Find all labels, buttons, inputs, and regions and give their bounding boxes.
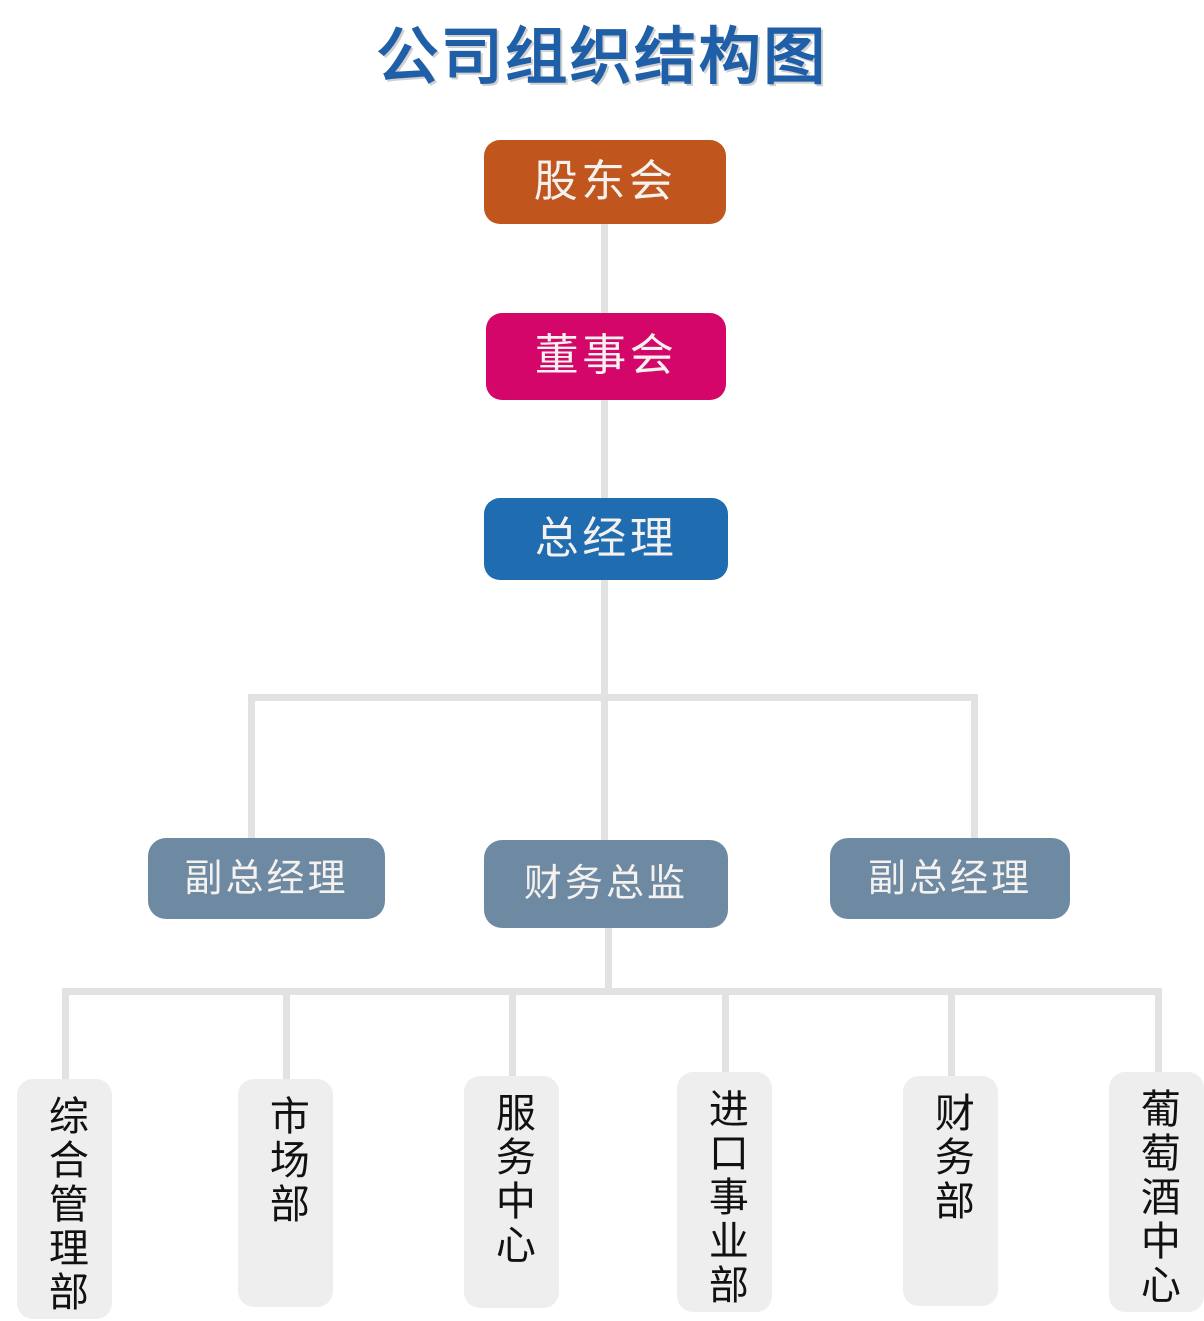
node-department-import-label: 进口事业部 bbox=[701, 1088, 748, 1308]
node-department-admin-label: 综合管理部 bbox=[41, 1095, 88, 1315]
connector-bus-to-cfo bbox=[601, 694, 608, 842]
page-title: 公司组织结构图 bbox=[376, 20, 828, 93]
node-board-of-directors-label: 董事会 bbox=[534, 330, 678, 382]
connector-department-bus bbox=[62, 988, 1162, 995]
node-department-service-label: 服务中心 bbox=[488, 1092, 535, 1268]
connector-bus-to-dept-finance bbox=[948, 988, 955, 1082]
connector-bus-to-dept-wine bbox=[1155, 988, 1162, 1076]
node-department-finance-label: 财务部 bbox=[927, 1092, 974, 1224]
node-cfo[interactable]: 财务总监 bbox=[484, 840, 728, 928]
node-department-finance[interactable]: 财务部 bbox=[903, 1076, 998, 1306]
node-cfo-label: 财务总监 bbox=[523, 861, 689, 906]
connector-board-to-gm bbox=[601, 398, 608, 500]
node-general-manager[interactable]: 总经理 bbox=[484, 498, 728, 580]
node-board-of-directors[interactable]: 董事会 bbox=[486, 313, 726, 400]
node-deputy-general-manager-right[interactable]: 副总经理 bbox=[830, 838, 1070, 919]
connector-bus-to-deputy-left bbox=[248, 694, 255, 839]
connector-bus-to-dept-import bbox=[722, 988, 729, 1082]
node-general-manager-label: 总经理 bbox=[534, 512, 678, 564]
connector-bus-to-dept-service bbox=[509, 988, 516, 1082]
node-department-import[interactable]: 进口事业部 bbox=[677, 1072, 772, 1312]
connector-gm-bus bbox=[248, 694, 978, 701]
node-department-marketing[interactable]: 市场部 bbox=[238, 1079, 333, 1307]
connector-bus-to-deputy-right bbox=[971, 694, 978, 839]
connector-bus-to-dept-admin bbox=[62, 988, 69, 1082]
node-deputy-general-manager-right-label: 副总经理 bbox=[867, 855, 1033, 900]
node-department-wine[interactable]: 葡萄酒中心 bbox=[1109, 1072, 1204, 1312]
connector-cfo-stem bbox=[605, 928, 612, 990]
node-shareholders-label: 股东会 bbox=[533, 155, 677, 207]
connector-shareholders-to-board bbox=[601, 224, 608, 316]
node-deputy-general-manager-left[interactable]: 副总经理 bbox=[148, 838, 385, 919]
node-shareholders[interactable]: 股东会 bbox=[484, 140, 726, 224]
node-deputy-general-manager-left-label: 副总经理 bbox=[184, 855, 349, 900]
node-department-wine-label: 葡萄酒中心 bbox=[1133, 1088, 1180, 1308]
connector-bus-to-dept-marketing bbox=[283, 988, 290, 1082]
node-department-service[interactable]: 服务中心 bbox=[464, 1076, 559, 1308]
connector-gm-stem bbox=[601, 580, 608, 698]
node-department-admin[interactable]: 综合管理部 bbox=[17, 1079, 112, 1319]
node-department-marketing-label: 市场部 bbox=[262, 1095, 309, 1227]
